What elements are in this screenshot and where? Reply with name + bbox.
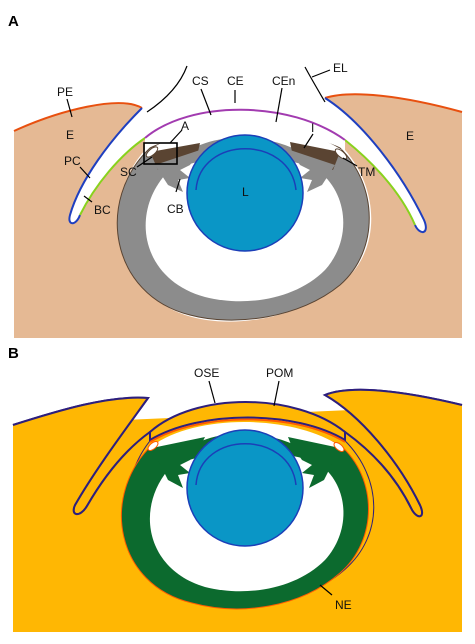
label-el: EL [333, 61, 348, 75]
label-bc: BC [94, 203, 111, 217]
bulbar-conjunctiva-right [344, 139, 416, 226]
leader-cen [275, 87, 283, 123]
leader-el [311, 69, 331, 78]
label-sc: SC [120, 165, 137, 179]
palpebral-conjunctiva-right [324, 97, 427, 233]
lens-b [186, 429, 304, 547]
eyelid-outline-b [12, 396, 151, 516]
bulbar-conjunctiva-left [79, 137, 146, 216]
panel-a-label: A [8, 13, 19, 30]
label-cen: CEn [272, 74, 295, 88]
panel-b: B OSE POM NE [8, 345, 463, 632]
ocular-surface-ectoderm [149, 401, 346, 442]
label-pe: PE [57, 85, 73, 99]
leader-sc [136, 156, 153, 168]
panel-a: A [8, 13, 463, 338]
leader-pc [79, 166, 91, 179]
leader-cs [200, 88, 212, 116]
periocular-epidermis-line-right [324, 93, 463, 113]
label-ose: OSE [194, 366, 219, 380]
label-e-right: E [406, 129, 414, 143]
anterior-chamber-b [152, 422, 340, 456]
leader-cb [175, 178, 181, 193]
label-a: A [181, 119, 189, 133]
leader-a [169, 129, 183, 144]
label-l: L [242, 185, 249, 199]
eyelid-tissue-a [14, 94, 462, 338]
label-e-left: E [66, 128, 74, 142]
ciliary-primordium-right [292, 446, 334, 488]
pom-layer [149, 418, 346, 443]
palpebral-conjunctiva-left [68, 107, 143, 225]
label-ce: CE [227, 74, 244, 88]
lens-epithelium-arc-b [195, 443, 297, 486]
corneal-epithelium [144, 108, 346, 141]
leader-i [303, 133, 314, 149]
label-ne: NE [335, 598, 352, 612]
schlemms-canal-left [145, 146, 159, 158]
label-cb: CB [167, 202, 184, 216]
corneal-stroma [145, 109, 345, 150]
inset-box [143, 142, 178, 165]
panel-b-label: B [8, 345, 19, 362]
ciliary-body-right [290, 150, 335, 192]
eyelid-margin-right-line [304, 66, 326, 103]
anterior-chamber [150, 125, 342, 160]
leader-bc [83, 195, 93, 203]
label-i: I [311, 121, 314, 135]
leader-ose [208, 380, 216, 404]
mesenchyme-fill-lower [13, 389, 462, 632]
periocular-epidermis-line [13, 102, 143, 132]
leader-tm [342, 157, 358, 167]
schlemms-canal-right [334, 148, 348, 160]
ciliary-body-left [155, 150, 200, 192]
leader-ne [319, 584, 333, 596]
lens [186, 134, 304, 252]
leader-pom [273, 380, 280, 407]
label-cs: CS [192, 74, 209, 88]
ciliary-primordium-left [158, 446, 200, 488]
lumen-oval-left [147, 441, 159, 451]
eyelid-outline-b-right [322, 388, 463, 518]
eyelid-margin-left-line [146, 65, 188, 113]
label-pc: PC [64, 154, 81, 168]
label-tm: TM [358, 165, 375, 179]
lumen-oval-right [333, 442, 345, 452]
lens-epithelium-arc [195, 148, 297, 191]
label-pom: POM [266, 366, 293, 380]
leader-pe [66, 98, 73, 118]
